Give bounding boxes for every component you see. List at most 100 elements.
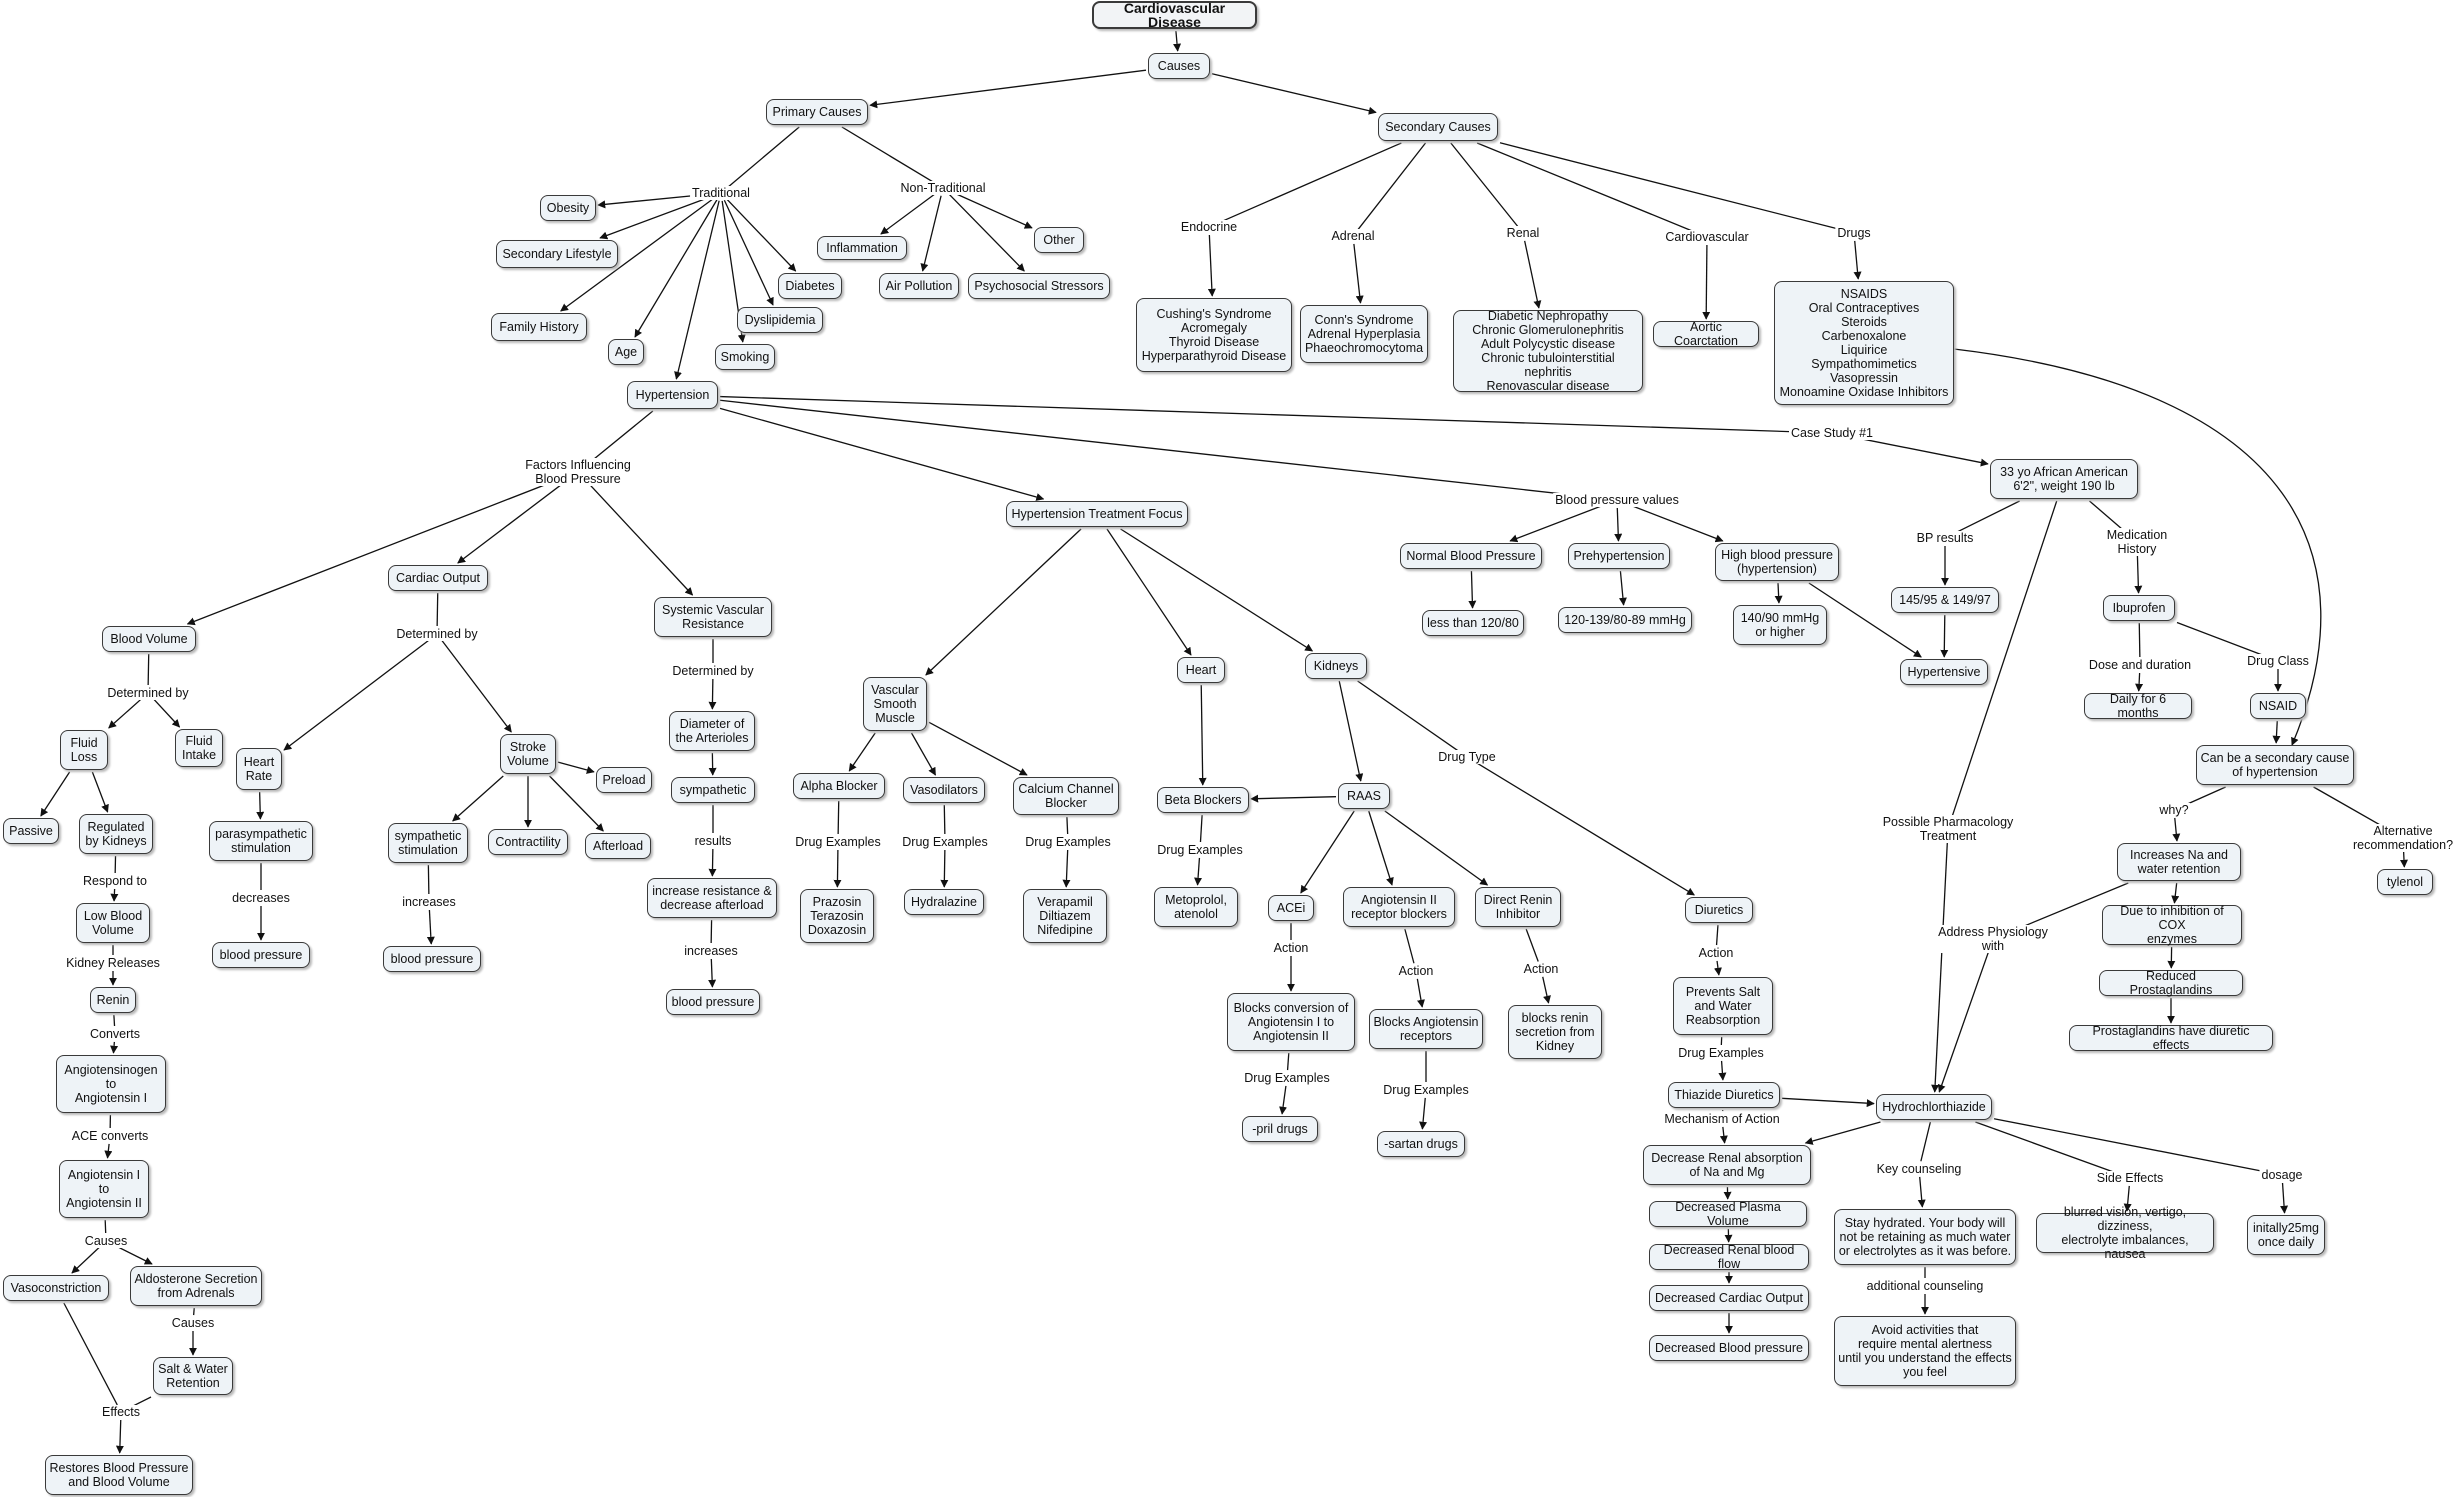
concept-bloodvolume[interactable]: Blood Volume bbox=[102, 626, 196, 652]
concept-saltwater[interactable]: Salt & Water Retention bbox=[153, 1357, 233, 1395]
concept-restores[interactable]: Restores Blood Pressure and Blood Volume bbox=[45, 1455, 193, 1495]
concept-tylenol[interactable]: tylenol bbox=[2377, 869, 2433, 895]
concept-verapamil[interactable]: Verapamil Diltiazem Nifedipine bbox=[1023, 889, 1107, 943]
concept-thiazide[interactable]: Thiazide Diuretics bbox=[1668, 1082, 1780, 1108]
concept-fluidintake[interactable]: Fluid Intake bbox=[175, 729, 223, 767]
concept-reducedpg[interactable]: Reduced Prostaglandins bbox=[2099, 969, 2243, 997]
concept-strokevol[interactable]: Stroke Volume bbox=[500, 734, 556, 774]
concept-alpha[interactable]: Alpha Blocker bbox=[793, 773, 885, 799]
concept-dyslipidemia[interactable]: Dyslipidemia bbox=[737, 307, 823, 333]
concept-psychosocial[interactable]: Psychosocial Stressors bbox=[968, 273, 1110, 299]
concept-avoid[interactable]: Avoid activities that require mental ale… bbox=[1834, 1316, 2016, 1386]
concept-vasoconstriction[interactable]: Vasoconstriction bbox=[3, 1275, 109, 1301]
concept-sideeffects[interactable]: blurred vision, vertigo, dizziness, elec… bbox=[2036, 1205, 2214, 1261]
concept-afterload[interactable]: Afterload bbox=[585, 833, 651, 859]
concept-daily6[interactable]: Daily for 6 months bbox=[2084, 692, 2192, 720]
concept-sedentary[interactable]: Secondary Lifestyle bbox=[496, 240, 618, 268]
concept-acei[interactable]: ACEi bbox=[1268, 895, 1314, 921]
concept-dosage[interactable]: initally25mg once daily bbox=[2247, 1215, 2325, 1255]
concept-conns[interactable]: Conn's Syndrome Adrenal Hyperplasia Phae… bbox=[1300, 305, 1428, 363]
concept-highbp[interactable]: High blood pressure (hypertension) bbox=[1715, 543, 1839, 581]
concept-normalbp[interactable]: Normal Blood Pressure bbox=[1400, 543, 1542, 569]
concept-incresist[interactable]: increase resistance & decrease afterload bbox=[647, 878, 777, 918]
concept-svr[interactable]: Systemic Vascular Resistance bbox=[654, 597, 772, 637]
concept-range120[interactable]: 120-139/80-89 mmHg bbox=[1558, 607, 1692, 633]
concept-sartan[interactable]: -sartan drugs bbox=[1377, 1131, 1465, 1157]
concept-decrenal[interactable]: Decrease Renal absorption of Na and Mg bbox=[1643, 1145, 1811, 1185]
concept-beta[interactable]: Beta Blockers bbox=[1157, 787, 1249, 813]
concept-fluidloss[interactable]: Fluid Loss bbox=[60, 730, 108, 770]
concept-blocksconv[interactable]: Blocks conversion of Angiotensin I to An… bbox=[1227, 993, 1355, 1051]
concept-aortic[interactable]: Aortic Coarctation bbox=[1653, 320, 1759, 348]
concept-heartrate[interactable]: Heart Rate bbox=[236, 748, 282, 790]
concept-family[interactable]: Family History bbox=[491, 313, 587, 341]
concept-blocksrec[interactable]: Blocks Angiotensin receptors bbox=[1369, 1009, 1483, 1049]
concept-causes[interactable]: Causes bbox=[1148, 53, 1210, 79]
concept-vasodilators[interactable]: Vasodilators bbox=[903, 777, 985, 803]
concept-decrbf[interactable]: Decreased Renal blood flow bbox=[1649, 1243, 1809, 1271]
concept-ibuprofen[interactable]: Ibuprofen bbox=[2103, 595, 2175, 621]
concept-nsaids[interactable]: NSAIDS Oral Contraceptives Steroids Carb… bbox=[1774, 281, 1954, 405]
concept-decbp[interactable]: Decreased Blood pressure bbox=[1649, 1335, 1809, 1361]
concept-decco[interactable]: Decreased Cardiac Output bbox=[1649, 1285, 1809, 1311]
concept-ccb[interactable]: Calcium Channel Blocker bbox=[1013, 777, 1119, 815]
concept-regulated[interactable]: Regulated by Kidneys bbox=[79, 814, 153, 854]
concept-smoking[interactable]: Smoking bbox=[715, 344, 775, 370]
concept-cardiacoutput[interactable]: Cardiac Output bbox=[388, 565, 488, 591]
concept-inflammation[interactable]: Inflammation bbox=[817, 236, 907, 260]
concept-airpollution[interactable]: Air Pollution bbox=[879, 273, 959, 299]
concept-cox[interactable]: Due to inhibition of COX enzymes bbox=[2102, 904, 2242, 946]
concept-cushings[interactable]: Cushing's Syndrome Acromegaly Thyroid Di… bbox=[1136, 298, 1292, 372]
concept-other[interactable]: Other bbox=[1034, 227, 1084, 253]
concept-prevents[interactable]: Prevents Salt and Water Reabsorption bbox=[1673, 977, 1773, 1035]
concept-ang1to2[interactable]: Angiotensin I to Angiotensin II bbox=[59, 1160, 149, 1218]
concept-hypertension[interactable]: Hypertension bbox=[627, 381, 718, 409]
concept-passive[interactable]: Passive bbox=[3, 818, 59, 844]
concept-hydralazine[interactable]: Hydralazine bbox=[904, 889, 984, 915]
concept-htfocus[interactable]: Hypertension Treatment Focus bbox=[1006, 501, 1188, 527]
map-title[interactable]: Cardiovascular Disease bbox=[1092, 1, 1257, 29]
concept-raas[interactable]: RAAS bbox=[1338, 783, 1390, 809]
concept-pril[interactable]: -pril drugs bbox=[1242, 1116, 1318, 1142]
concept-pgdiuretic[interactable]: Prostaglandins have diuretic effects bbox=[2069, 1024, 2273, 1052]
concept-diabetes[interactable]: Diabetes bbox=[778, 273, 842, 299]
concept-contractility[interactable]: Contractility bbox=[488, 829, 568, 855]
concept-lowbv[interactable]: Low Blood Volume bbox=[76, 903, 150, 943]
concept-nsaid[interactable]: NSAID bbox=[2250, 693, 2306, 719]
concept-arb[interactable]: Angiotensin II receptor blockers bbox=[1343, 887, 1455, 927]
concept-renin[interactable]: Renin bbox=[90, 987, 136, 1013]
concept-gt140[interactable]: 140/90 mmHg or higher bbox=[1733, 605, 1827, 645]
concept-blocksrenin[interactable]: blocks renin secretion from Kidney bbox=[1508, 1005, 1602, 1059]
concept-renaldx[interactable]: Diabetic Nephropathy Chronic Glomerulone… bbox=[1453, 309, 1643, 393]
concept-age[interactable]: Age bbox=[608, 339, 644, 365]
concept-secondary[interactable]: Secondary Causes bbox=[1378, 113, 1498, 141]
concept-decplasma[interactable]: Decreased Plasma Volume bbox=[1649, 1200, 1807, 1228]
concept-obesity[interactable]: Obesity bbox=[540, 195, 596, 221]
concept-metoprolol[interactable]: Metoprolol, atenolol bbox=[1154, 887, 1238, 927]
concept-sympathetic[interactable]: sympathetic bbox=[671, 777, 755, 803]
concept-diuretics[interactable]: Diuretics bbox=[1685, 897, 1753, 923]
concept-preload[interactable]: Preload bbox=[596, 767, 652, 793]
concept-hypertensive[interactable]: Hypertensive bbox=[1900, 659, 1988, 685]
concept-bp3[interactable]: blood pressure bbox=[666, 989, 760, 1015]
concept-increasesna[interactable]: Increases Na and water retention bbox=[2117, 843, 2241, 881]
concept-angiotensinogen[interactable]: Angiotensinogen to Angiotensin I bbox=[56, 1055, 166, 1113]
concept-stayhyd[interactable]: Stay hydrated. Your body will not be ret… bbox=[1834, 1209, 2016, 1265]
concept-bpres[interactable]: 145/95 & 149/97 bbox=[1891, 587, 1999, 613]
concept-bp1[interactable]: blood pressure bbox=[212, 942, 310, 968]
concept-prehtn[interactable]: Prehypertension bbox=[1568, 543, 1670, 569]
concept-dri[interactable]: Direct Renin Inhibitor bbox=[1475, 887, 1561, 927]
concept-kidneys[interactable]: Kidneys bbox=[1305, 653, 1367, 679]
concept-vsm[interactable]: Vascular Smooth Muscle bbox=[863, 677, 927, 731]
concept-hctz[interactable]: Hydrochlorthiazide bbox=[1876, 1094, 1992, 1120]
concept-parasym[interactable]: parasympathetic stimulation bbox=[209, 821, 313, 861]
concept-prazosin[interactable]: Prazosin Terazosin Doxazosin bbox=[800, 889, 874, 943]
concept-diameter[interactable]: Diameter of the Arterioles bbox=[669, 711, 755, 751]
concept-lt120[interactable]: less than 120/80 bbox=[1422, 610, 1524, 636]
concept-patient[interactable]: 33 yo African American 6'2", weight 190 … bbox=[1990, 459, 2138, 499]
concept-symstim[interactable]: sympathetic stimulation bbox=[388, 823, 468, 863]
concept-primary[interactable]: Primary Causes bbox=[766, 99, 868, 125]
concept-heart[interactable]: Heart bbox=[1177, 657, 1225, 683]
concept-aldosterone[interactable]: Aldosterone Secretion from Adrenals bbox=[130, 1266, 262, 1306]
concept-bp2[interactable]: blood pressure bbox=[383, 946, 481, 972]
